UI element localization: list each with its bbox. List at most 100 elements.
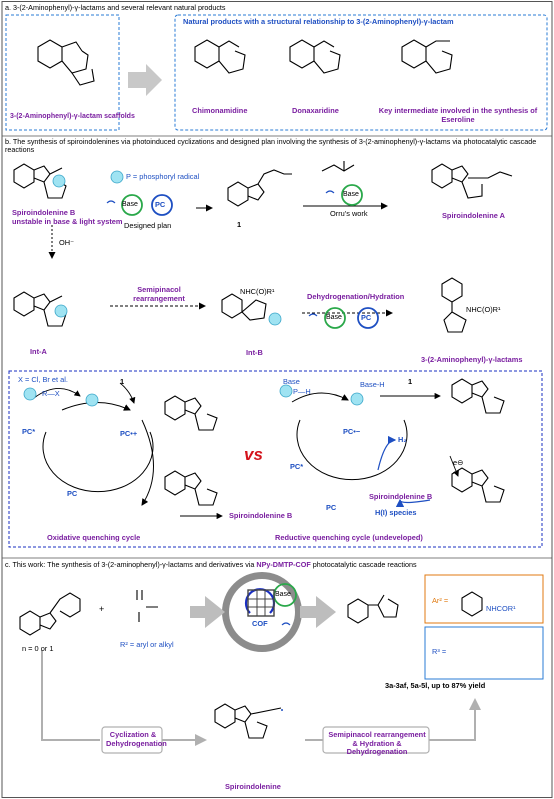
vs-label: vs	[244, 445, 263, 464]
ar2-structure	[461, 591, 483, 617]
lactam-product-label: 3-(2-Aminophenyl)-γ-lactams	[421, 355, 523, 364]
add-1-arrow-left	[119, 382, 136, 404]
scaffold-label: 3-(2-Aminophenyl)-γ-lactam scaffolds	[10, 113, 135, 120]
r2-note: R² = aryl or alkyl	[120, 640, 174, 649]
step-1-box	[101, 726, 163, 754]
phosphoryl-radical-icon	[52, 174, 66, 188]
section-c-heading-prefix: c. This work: The synthesis of 3-(2-amin…	[5, 560, 257, 569]
light-icon-c	[281, 622, 291, 626]
right-cycle-intermediate-2	[451, 467, 505, 503]
pc-minus-label: PC•−	[343, 427, 361, 436]
pc-circle-2	[357, 307, 379, 329]
pc-circle	[151, 194, 173, 216]
r3-box	[424, 626, 544, 680]
spiroindolenine-label: Spiroindolenine	[225, 782, 281, 791]
spiro-a-structure	[431, 163, 513, 199]
light-icon-3	[308, 313, 318, 317]
ar2-label: Ar² =	[432, 596, 449, 605]
base-text-2: Base	[326, 314, 342, 321]
oh-label: OH⁻	[59, 238, 74, 247]
natural-products-box	[174, 14, 548, 131]
dehydro-hydration-label: Dehydrogenation/Hydration	[307, 292, 405, 301]
base-text-orru: Base	[343, 191, 359, 198]
section-b-heading: b. The synthesis of spiroindolenines via…	[5, 137, 537, 155]
section-c-heading-cof: NPy-DMTP-COF	[256, 560, 311, 569]
light-icon-2	[325, 190, 335, 194]
designed-plan-label: Designed plan	[124, 221, 172, 230]
mechanism-box	[8, 370, 543, 548]
rx-arrow	[33, 388, 81, 399]
yield-note: 3a-3af, 5a-5l, up to 87% yield	[385, 681, 486, 690]
base-circle-2	[324, 307, 346, 329]
int-a-structure	[13, 291, 67, 327]
donaxaridine-structure	[289, 39, 341, 74]
int-b-nhc-label: NHC(O)R¹	[240, 287, 275, 296]
compound-1-label: 1	[237, 220, 242, 229]
int-b-p-icon	[268, 312, 282, 326]
ph-icon	[279, 384, 293, 398]
phosphine-oxide-structure	[136, 590, 158, 622]
p-radical-icon-right	[350, 392, 364, 406]
left-cycle-intermediate-2	[164, 470, 218, 506]
n-note: n = 0 or 1	[22, 644, 54, 653]
product-donaxaridine: Donaxaridine	[292, 106, 339, 115]
section-c-heading: c. This work: The synthesis of 3-(2-amin…	[5, 560, 417, 569]
spiro-b-label: Spiroindolenine B	[12, 208, 76, 217]
int-a-label: Int-A	[30, 347, 47, 356]
substrate-c-structure	[19, 592, 81, 636]
spiro-b-note: unstable in base & light system	[12, 217, 123, 226]
pc-plus-left: PC•+	[120, 429, 138, 438]
pc-star-left: PC*	[22, 427, 36, 436]
scaffold-box	[5, 14, 120, 131]
base-text-1: Base	[122, 201, 138, 208]
phosphoryl-legend-icon	[110, 170, 124, 184]
r-radical-icon-2	[85, 393, 99, 407]
gray-arrow-a	[128, 64, 162, 96]
cof-label: COF	[252, 619, 268, 628]
h2-label: H₂	[398, 435, 407, 444]
r3-label: R³ =	[432, 647, 447, 656]
plus-sign: +	[99, 604, 105, 614]
product-eseroline-intermediate: Key intermediate involved in the synthes…	[378, 106, 538, 124]
product-nhc-label: NHC(O)R¹	[466, 305, 501, 314]
reductive-cycle-label: Reductive quenching cycle (undeveloped)	[275, 533, 423, 542]
orru-work-label: Orru's work	[330, 209, 368, 218]
r-x-label: R—X	[42, 389, 60, 398]
base-label-right: Base	[283, 377, 300, 386]
product-chimonamidine: Chimonamidine	[192, 106, 248, 115]
spiro-b-left: Spiroindolenine B	[229, 511, 293, 520]
natural-products-title: Natural products with a structural relat…	[183, 17, 454, 26]
oxidative-cycle-label: Oxidative quenching cycle	[47, 533, 141, 542]
arrow-e-down	[449, 455, 459, 477]
arrow-h2	[377, 435, 397, 471]
chimonamidine-structure	[194, 39, 246, 74]
add-1-left: 1	[120, 377, 125, 386]
gray-arrow-c-left	[190, 596, 225, 628]
left-cycle-right	[141, 419, 154, 506]
nhcor-label: NHCOR¹	[486, 604, 516, 613]
lactam-product-structure	[441, 277, 467, 333]
add-1-right: 1	[408, 377, 413, 386]
legend-phosphoryl: P = phosphoryl radical	[126, 172, 200, 181]
ar2-box	[424, 574, 544, 624]
spiro-b-right: Spiroindolenine B	[369, 492, 433, 501]
spiro-a-label: Spiroindolenine A	[442, 211, 505, 220]
lactam-c-structure	[347, 594, 399, 624]
base-circle-orru	[341, 184, 363, 206]
gray-arrow-c-right	[300, 596, 336, 628]
electron-label: e⊖	[453, 458, 464, 467]
int-b-label: Int-B	[246, 348, 263, 357]
right-cycle-intermediate-1	[451, 378, 505, 414]
scaffold-structure	[37, 39, 95, 86]
light-icon-1	[106, 200, 116, 204]
int-a-p-icon	[54, 304, 68, 318]
eseroline-intermediate-structure	[401, 39, 453, 74]
bromoketone-structure	[321, 161, 355, 172]
pc-text-1: PC	[155, 200, 166, 209]
pc-text-2: PC	[361, 313, 372, 322]
pc-left: PC	[67, 489, 78, 498]
pc-right: PC	[326, 503, 337, 512]
int-b-structure	[221, 293, 267, 321]
